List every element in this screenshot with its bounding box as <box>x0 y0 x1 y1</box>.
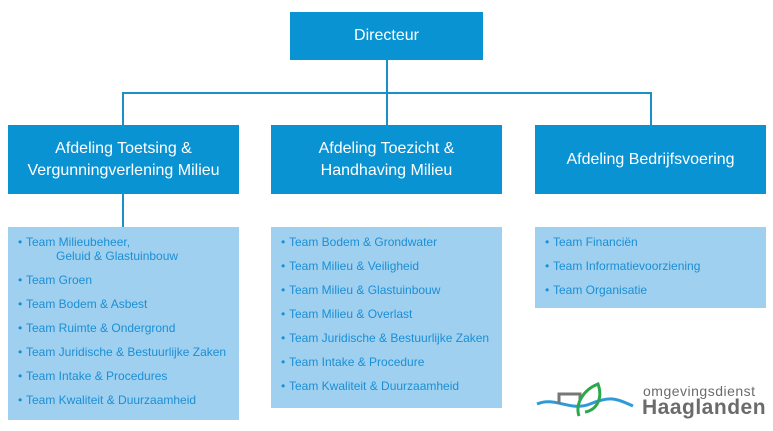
team-item: •Team Financiën <box>545 235 766 249</box>
bullet-icon: • <box>18 393 23 407</box>
bullet-icon: • <box>18 235 23 249</box>
team-label: Team Bodem & Asbest <box>26 297 148 311</box>
bullet-icon: • <box>18 273 23 287</box>
team-label: Team Groen <box>26 273 93 287</box>
team-label: Team Milieu & Overlast <box>289 307 413 321</box>
department-box: Afdeling Bedrijfsvoering <box>535 125 766 194</box>
connector-dept-1 <box>122 92 124 125</box>
team-item: •Team Informatievoorziening <box>545 259 766 273</box>
team-label: Team Kwaliteit & Duurzaamheid <box>289 379 460 393</box>
department-title: Afdeling Bedrijfsvoering <box>566 150 735 168</box>
team-label: Team Intake & Procedures <box>26 369 168 383</box>
team-item: •Team Ruimte & Ondergrond <box>18 321 239 335</box>
team-item: •Team Kwaliteit & Duurzaamheid <box>281 379 502 393</box>
director-label: Directeur <box>354 27 419 44</box>
team-label: Team Financiën <box>553 235 638 249</box>
bullet-icon: • <box>18 321 23 335</box>
bullet-icon: • <box>18 345 23 359</box>
bullet-icon: • <box>545 235 550 249</box>
team-label: Team Milieubeheer, Geluid & Glastuinbouw <box>26 235 179 263</box>
team-label: Team Milieu & Glastuinbouw <box>289 283 441 297</box>
team-item: •Team Milieu & Veiligheid <box>281 259 502 273</box>
logo-line-1: omgevingsdienst <box>643 383 756 399</box>
team-label: Team Juridische & Bestuurlijke Zaken <box>26 345 227 359</box>
team-item: •Team Juridische & Bestuurlijke Zaken <box>281 331 502 345</box>
connector-director <box>386 60 388 94</box>
department-box: Afdeling Toezicht & Handhaving Milieu <box>271 125 502 194</box>
department-title: Afdeling Toetsing & Vergunningverlening … <box>27 139 220 179</box>
logo-icon <box>536 382 634 417</box>
team-label: Team Informatievoorziening <box>553 259 701 273</box>
team-item: •Team Milieubeheer, Geluid & Glastuinbou… <box>18 235 239 263</box>
bullet-icon: • <box>281 331 286 345</box>
team-item: •Team Juridische & Bestuurlijke Zaken <box>18 345 239 359</box>
team-item: •Team Intake & Procedure <box>281 355 502 369</box>
bullet-icon: • <box>545 259 550 273</box>
bullet-icon: • <box>281 355 286 369</box>
connector-dept-3 <box>650 92 652 125</box>
bullet-icon: • <box>281 379 286 393</box>
bullet-icon: • <box>281 259 286 273</box>
connector-teams-1 <box>122 194 124 227</box>
bullet-icon: • <box>281 307 286 321</box>
logo: omgevingsdienst Haaglanden <box>535 382 770 422</box>
team-label: Team Milieu & Veiligheid <box>289 259 420 273</box>
team-item: •Team Organisatie <box>545 283 766 297</box>
team-label: Team Kwaliteit & Duurzaamheid <box>26 393 197 407</box>
team-list: •Team Bodem & Grondwater•Team Milieu & V… <box>271 227 502 408</box>
bullet-icon: • <box>18 369 23 383</box>
team-item: •Team Bodem & Grondwater <box>281 235 502 249</box>
bullet-icon: • <box>281 235 286 249</box>
team-list: •Team Financiën•Team Informatievoorzieni… <box>535 227 766 308</box>
team-item: •Team Milieu & Glastuinbouw <box>281 283 502 297</box>
team-item: •Team Intake & Procedures <box>18 369 239 383</box>
team-label: Team Bodem & Grondwater <box>289 235 438 249</box>
team-label: Team Organisatie <box>553 283 648 297</box>
connector-dept-2 <box>386 92 388 125</box>
logo-line-2: Haaglanden <box>642 396 767 419</box>
team-list: •Team Milieubeheer, Geluid & Glastuinbou… <box>8 227 239 420</box>
team-item: •Team Milieu & Overlast <box>281 307 502 321</box>
department-title: Afdeling Toezicht & Handhaving Milieu <box>318 139 455 179</box>
team-item: •Team Kwaliteit & Duurzaamheid <box>18 393 239 407</box>
director-box: Directeur <box>290 12 483 60</box>
team-label: Team Intake & Procedure <box>289 355 425 369</box>
team-item: •Team Bodem & Asbest <box>18 297 239 311</box>
department-box: Afdeling Toetsing & Vergunningverlening … <box>8 125 239 194</box>
team-item: •Team Groen <box>18 273 239 287</box>
team-label: Team Ruimte & Ondergrond <box>26 321 176 335</box>
bullet-icon: • <box>545 283 550 297</box>
bullet-icon: • <box>281 283 286 297</box>
team-label: Team Juridische & Bestuurlijke Zaken <box>289 331 490 345</box>
bullet-icon: • <box>18 297 23 311</box>
